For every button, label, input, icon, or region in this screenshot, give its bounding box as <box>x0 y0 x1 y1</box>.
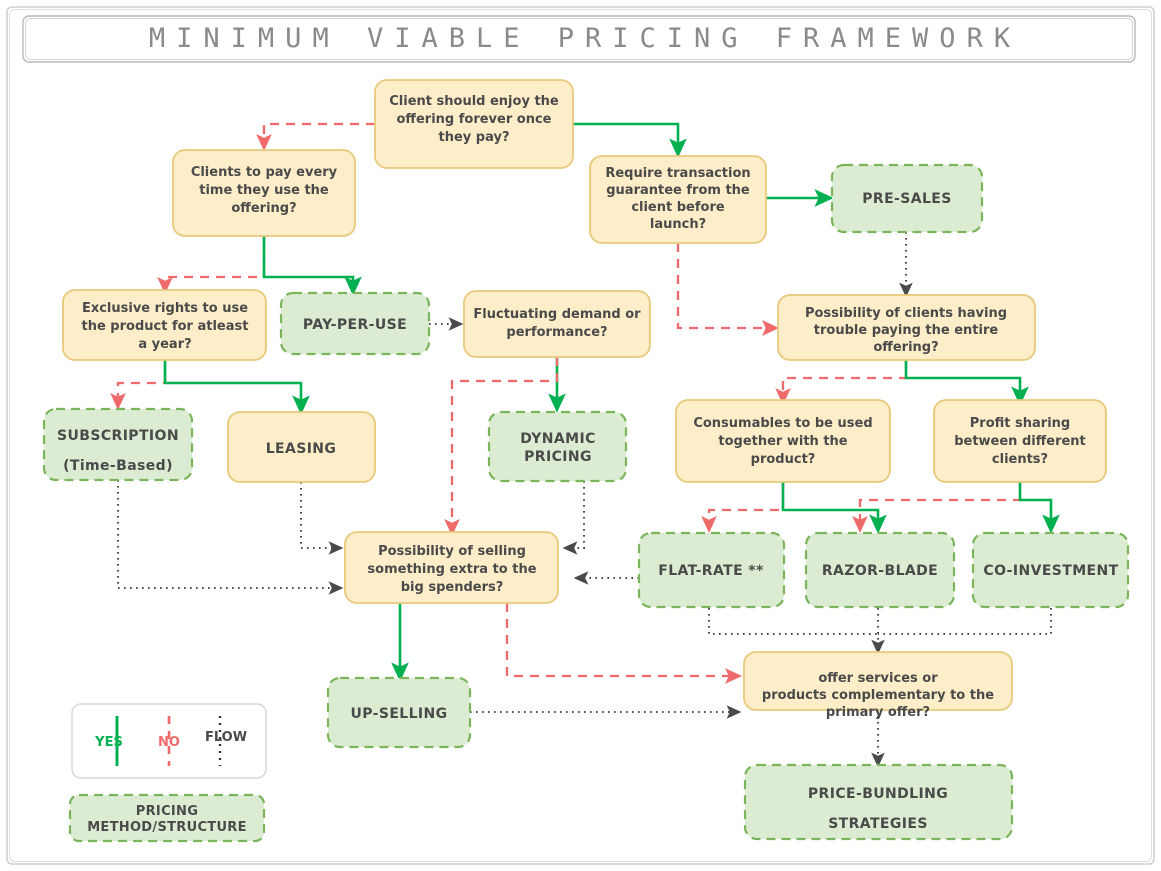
node-price-bundling-line-2: STRATEGIES <box>828 816 928 832</box>
node-exclusive-rights-line-1: Exclusive rights to use <box>82 301 248 316</box>
legend-yes-label: YES <box>94 735 123 750</box>
node-fluctuating-demand-line-2: performance? <box>506 325 607 340</box>
node-require-transaction-line-3: client before <box>631 200 725 215</box>
node-profit-sharing-line-1: Profit sharing <box>970 416 1070 431</box>
node-client-enjoy[interactable]: Client should enjoy the offering forever… <box>374 79 574 169</box>
edge-flow-leasing-to-selling-extra <box>300 482 344 555</box>
node-require-transaction[interactable]: Require transaction guarantee from the c… <box>589 155 767 244</box>
node-razor-blade[interactable]: RAZOR-BLADE <box>804 531 956 609</box>
node-selling-extra-line-3: big spenders? <box>401 580 504 595</box>
edge-no-consumables-to-flat-rate <box>701 482 785 534</box>
edge-yes-clients-pay-to-pay-per-use <box>262 236 362 296</box>
node-trouble-paying[interactable]: Possibility of clients having trouble pa… <box>777 294 1036 361</box>
node-co-investment-label: CO-INVESTMENT <box>983 563 1118 579</box>
node-clients-pay-line-3: offering? <box>231 201 296 216</box>
edge-yes-client-enjoy-to-require-transaction <box>573 122 687 158</box>
node-flat-rate[interactable]: FLAT-RATE ** <box>637 531 786 609</box>
edge-yes-consumables-to-razor-blade <box>781 482 887 534</box>
edge-yes-exclusive-rights-to-leasing <box>163 360 310 415</box>
edge-yes-profit-sharing-to-co-investment <box>1018 482 1060 534</box>
node-client-enjoy-line-2: offering forever once <box>397 112 552 127</box>
node-offer-services-line-3: primary offer? <box>826 705 930 720</box>
node-exclusive-rights-line-2: the product for atleast <box>82 319 249 334</box>
node-clients-pay-line-1: Clients to pay every <box>191 165 338 180</box>
node-offer-services[interactable]: offer services or products complementary… <box>743 651 1013 720</box>
node-fluctuating-demand-line-1: Fluctuating demand or <box>473 307 641 322</box>
node-clients-pay-every-time[interactable]: Clients to pay every time they use the o… <box>172 149 356 237</box>
node-pay-per-use[interactable]: PAY-PER-USE <box>279 291 431 356</box>
node-trouble-paying-line-2: trouble paying the entire <box>814 323 999 338</box>
node-require-transaction-line-2: guarantee from the <box>606 183 750 198</box>
legend-method-line-2: METHOD/STRUCTURE <box>87 820 247 835</box>
node-selling-extra-line-1: Possibility of selling <box>378 544 526 559</box>
node-subscription-line-1: SUBSCRIPTION <box>57 428 179 444</box>
node-profit-sharing-line-2: between different <box>954 434 1086 449</box>
node-subscription[interactable]: SUBSCRIPTION (Time-Based) <box>42 407 194 482</box>
node-require-transaction-line-1: Require transaction <box>605 166 750 181</box>
node-clients-pay-line-2: time they use the <box>199 183 329 198</box>
node-selling-extra[interactable]: Possibility of selling something extra t… <box>344 531 559 604</box>
edge-no-profit-sharing-to-razor-blade <box>852 482 1022 534</box>
edge-no-exclusive-rights-to-subscription <box>110 360 167 411</box>
edge-no-trouble-paying-to-consumables <box>775 360 908 406</box>
node-require-transaction-line-4: launch? <box>650 217 706 232</box>
edge-flow-dynamic-pricing-to-selling-extra <box>562 481 585 555</box>
node-offer-services-line-2: products complementary to the <box>762 688 994 703</box>
node-up-selling[interactable]: UP-SELLING <box>326 676 472 749</box>
edge-yes-trouble-paying-to-profit-sharing <box>904 360 1029 406</box>
node-dynamic-pricing-line-1: DYNAMIC <box>520 431 596 447</box>
node-pay-per-use-label: PAY-PER-USE <box>303 317 407 333</box>
legend: YES NO FLOW PRICING METHOD/STRUCTURE <box>68 703 267 843</box>
node-leasing[interactable]: LEASING <box>227 411 376 483</box>
node-profit-sharing-line-3: clients? <box>992 452 1048 467</box>
node-consumables-line-2: together with the <box>718 434 847 449</box>
edge-flow-co-investment-to-offer-services <box>878 608 1052 635</box>
node-trouble-paying-line-1: Possibility of clients having <box>805 306 1007 321</box>
edge-flow-subscription-to-selling-extra <box>117 480 344 595</box>
edge-no-selling-extra-to-offer-services <box>505 603 743 684</box>
node-dynamic-pricing-line-2: PRICING <box>524 449 592 465</box>
node-exclusive-rights[interactable]: Exclusive rights to use the product for … <box>62 289 267 361</box>
page-border <box>6 6 1155 865</box>
edge-layer: clients_pay (left then down) --> require… <box>110 122 1060 768</box>
node-co-investment[interactable]: CO-INVESTMENT <box>971 531 1130 609</box>
node-pre-sales[interactable]: PRE-SALES <box>830 163 984 234</box>
page-title: MINIMUM VIABLE PRICING FRAMEWORK <box>149 23 1021 54</box>
title-banner: MINIMUM VIABLE PRICING FRAMEWORK <box>22 15 1136 63</box>
node-selling-extra-line-2: something extra to the <box>367 562 536 577</box>
legend-flow-label: FLOW <box>205 730 247 745</box>
node-leasing-label: LEASING <box>266 441 337 457</box>
legend-method-line-1: PRICING <box>136 804 198 819</box>
edge-no-client-enjoy-to-clients-pay <box>256 122 375 152</box>
node-razor-blade-label: RAZOR-BLADE <box>822 563 938 579</box>
legend-no-label: NO <box>158 735 180 750</box>
node-dynamic-pricing[interactable]: DYNAMIC PRICING <box>487 410 628 483</box>
node-price-bundling-line-1: PRICE-BUNDLING <box>808 786 948 802</box>
node-exclusive-rights-line-3: a year? <box>138 337 191 352</box>
node-subscription-line-2: (Time-Based) <box>63 458 173 474</box>
node-consumables-line-1: Consumables to be used <box>693 416 872 431</box>
node-consumables-line-3: product? <box>751 452 816 467</box>
node-profit-sharing[interactable]: Profit sharing between different clients… <box>933 399 1107 483</box>
node-client-enjoy-line-1: Client should enjoy the <box>389 94 559 109</box>
edge-flow-flat-rate-to-offer-services <box>708 608 878 635</box>
node-pre-sales-label: PRE-SALES <box>862 191 952 207</box>
node-client-enjoy-line-3: they pay? <box>439 130 510 145</box>
edge-no-clients-pay-to-exclusive-rights <box>157 236 266 295</box>
node-offer-services-line-1: offer services or <box>818 671 938 686</box>
node-up-selling-label: UP-SELLING <box>350 706 447 722</box>
edge-no-require-transaction-to-trouble-paying <box>676 243 780 336</box>
node-consumables[interactable]: Consumables to be used together with the… <box>675 399 891 483</box>
node-trouble-paying-line-3: offering? <box>873 340 938 355</box>
legend-method-box <box>68 793 266 843</box>
node-fluctuating-demand[interactable]: Fluctuating demand or performance? <box>463 290 651 358</box>
node-price-bundling[interactable]: PRICE-BUNDLING STRATEGIES <box>743 763 1014 841</box>
node-flat-rate-label: FLAT-RATE ** <box>658 563 764 579</box>
